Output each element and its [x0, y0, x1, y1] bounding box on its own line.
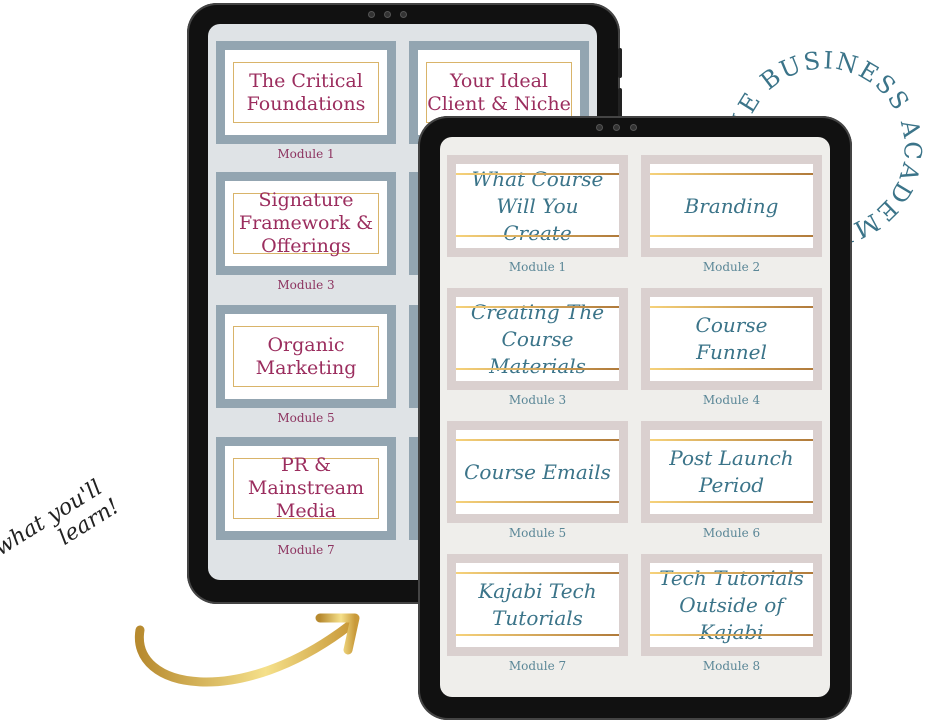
module-label: Module 6 — [702, 526, 761, 540]
camera-icon — [596, 124, 603, 131]
camera-icon — [630, 124, 637, 131]
module-title: Your Ideal Client & Niche — [427, 69, 571, 115]
module-card[interactable]: Creating The Course Materials — [447, 288, 628, 390]
module-label: Module 7 — [277, 543, 335, 557]
module-card[interactable]: What Course Will You Create — [447, 155, 628, 257]
module-title: Signature Framework & Offerings — [238, 189, 374, 257]
module-label: Module 3 — [508, 393, 567, 407]
module-label: Module 2 — [702, 260, 761, 274]
module-card[interactable]: Organic Marketing — [216, 305, 396, 408]
camera-icon — [368, 11, 375, 18]
module-card[interactable]: Signature Framework & Offerings — [216, 172, 396, 275]
module-label: Module 5 — [277, 411, 335, 425]
gold-arrow-icon — [134, 613, 360, 687]
module-title: Kajabi Tech Tutorials — [478, 579, 597, 630]
module-title: Course Emails — [464, 459, 611, 484]
module-card[interactable]: Tech Tutorials Outside of Kajabi — [641, 554, 822, 656]
module-card[interactable]: Branding — [641, 155, 822, 257]
camera-icon — [613, 124, 620, 131]
module-label: Module 7 — [508, 659, 567, 673]
module-title: Creating The Course Materials — [470, 299, 605, 378]
module-title: Tech Tutorials Outside of Kajabi — [659, 565, 804, 644]
camera-icon — [384, 11, 391, 18]
module-card[interactable]: Post Launch Period — [641, 421, 822, 523]
module-title: Course Funnel — [695, 313, 768, 364]
module-card[interactable]: PR & Mainstream Media — [216, 437, 396, 540]
module-label: Module 8 — [702, 659, 761, 673]
module-label: Module 5 — [508, 526, 567, 540]
module-title: Branding — [684, 193, 779, 218]
module-label: Module 3 — [277, 278, 335, 292]
module-title: Organic Marketing — [255, 333, 357, 379]
handwriting-note: what you'll learn! — [0, 473, 124, 583]
module-label: Module 1 — [277, 147, 335, 161]
module-title: Post Launch Period — [669, 446, 794, 497]
module-card[interactable]: Kajabi Tech Tutorials — [447, 554, 628, 656]
module-card[interactable]: The Critical Foundations — [216, 41, 396, 144]
module-label: Module 4 — [702, 393, 761, 407]
module-card[interactable]: Course Emails — [447, 421, 628, 523]
module-title: PR & Mainstream Media — [247, 454, 365, 522]
module-card[interactable]: Course Funnel — [641, 288, 822, 390]
camera-icon — [400, 11, 407, 18]
module-title: The Critical Foundations — [246, 69, 366, 115]
module-label: Module 1 — [508, 260, 567, 274]
module-title: What Course Will You Create — [471, 166, 604, 245]
